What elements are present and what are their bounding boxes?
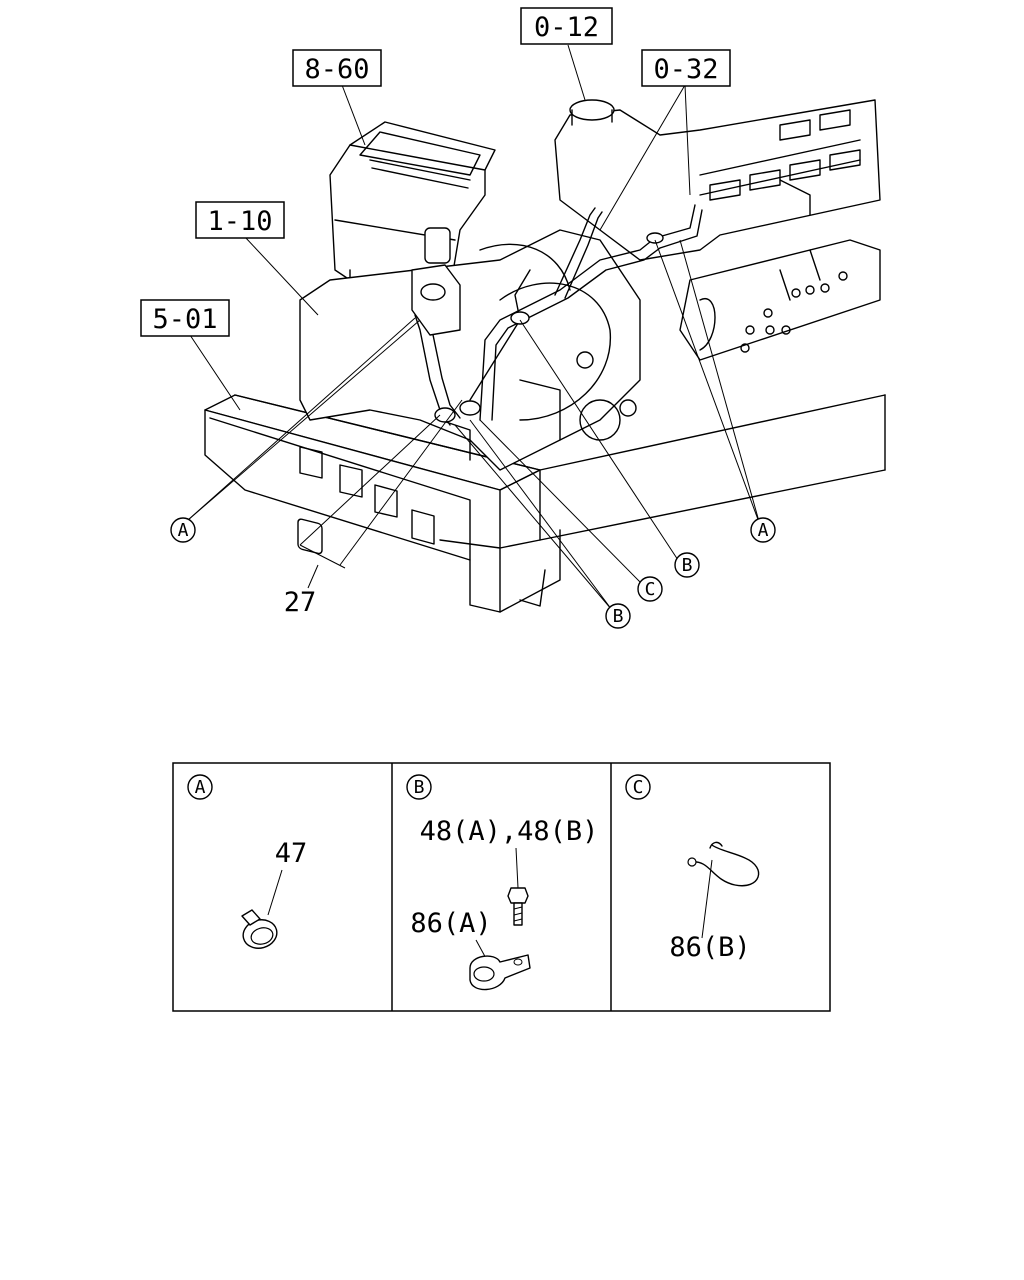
side-rail (539, 394, 886, 541)
cable-tie-icon (687, 841, 760, 887)
part-number-86a: 86(A) (410, 908, 491, 939)
marker-letter: C (633, 777, 644, 798)
engine-block (299, 229, 641, 471)
marker-letter: B (414, 777, 425, 798)
reference-text: 5-01 (152, 304, 217, 335)
engine-head (554, 99, 881, 261)
reference-label-8-60: 8-60 (292, 49, 382, 87)
detail-b: B 48(A),48(B) 86(A) (406, 774, 599, 991)
marker-letter: A (758, 520, 769, 541)
detail-b-marker: B (406, 774, 432, 800)
reference-label-5-01: 5-01 (140, 299, 230, 337)
reference-text: 0-12 (534, 12, 599, 43)
marker-letter: A (178, 520, 189, 541)
part-callout-27: 27 (284, 587, 317, 618)
pipe-clip-icon (469, 954, 531, 991)
marker-a-left: A (170, 517, 196, 543)
reference-label-0-12: 0-12 (520, 7, 613, 45)
heater-unit (329, 121, 496, 301)
marker-letter: C (645, 579, 656, 600)
hose-clamp-icon (241, 909, 278, 949)
detail-a-marker: A (187, 774, 213, 800)
reference-text: 8-60 (304, 54, 369, 85)
reference-text: 0-32 (653, 54, 718, 85)
detail-c: C 86(B) (625, 774, 760, 963)
marker-letter: B (613, 606, 624, 627)
detail-c-marker: C (625, 774, 651, 800)
marker-b-upper: B (674, 552, 700, 578)
transmission (679, 239, 881, 361)
part-number-48: 48(A),48(B) (420, 816, 599, 847)
marker-letter: A (195, 777, 206, 798)
marker-a-right: A (750, 517, 776, 543)
detail-table: A 47 B 48(A),48(B) 86(A) (172, 762, 831, 1012)
detail-a: A 47 (187, 774, 308, 949)
bolt-icon (507, 887, 529, 926)
marker-letter: B (682, 555, 693, 576)
marker-c: C (637, 576, 663, 602)
frame-rail (204, 394, 561, 613)
assembly-illustration (187, 44, 886, 613)
hose-flange (411, 264, 461, 336)
marker-b-lower: B (605, 603, 631, 629)
part-number-86b: 86(B) (669, 932, 750, 963)
reference-label-1-10: 1-10 (195, 201, 285, 239)
leader-lines (187, 44, 761, 611)
heater-hoses (414, 204, 703, 426)
reference-label-0-32: 0-32 (641, 49, 731, 87)
reference-text: 1-10 (207, 206, 272, 237)
part-number-47: 47 (275, 838, 308, 869)
